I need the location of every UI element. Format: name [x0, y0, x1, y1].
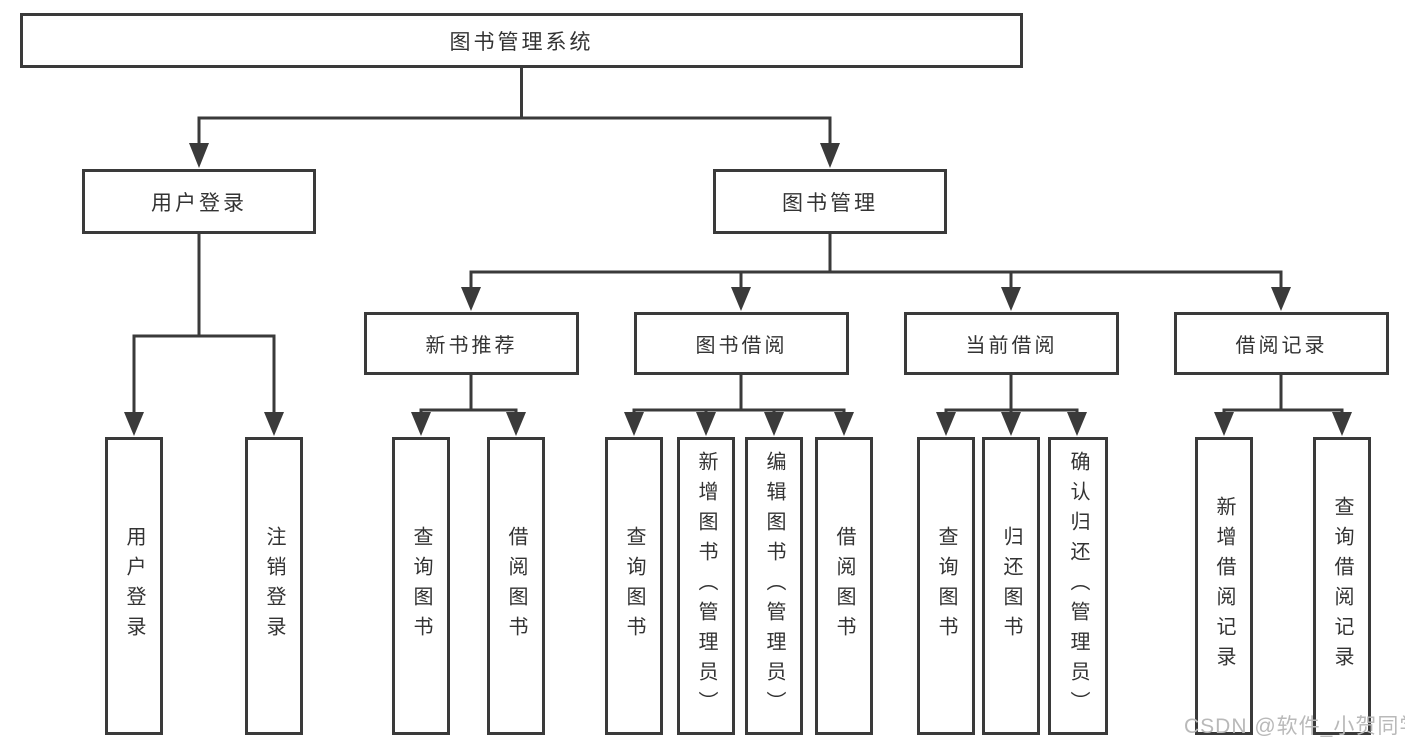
leaf-confirm-return-admin: 确认归还（管理员） — [1048, 437, 1108, 735]
leaf-borrow-books-2-label: 借阅图书 — [833, 526, 855, 646]
connector-new-books-children — [419, 375, 518, 414]
arrow-icon — [1001, 287, 1021, 311]
leaf-borrow-books-1: 借阅图书 — [487, 437, 545, 735]
arrow-icon — [696, 412, 716, 436]
leaf-add-borrow-record: 新增借阅记录 — [1195, 437, 1253, 735]
arrow-icon — [834, 412, 854, 436]
arrow-icon — [461, 287, 481, 311]
leaf-add-books-admin: 新增图书（管理员） — [677, 437, 735, 735]
leaf-return-books-label: 归还图书 — [1000, 526, 1022, 646]
leaf-logout: 注销登录 — [245, 437, 303, 735]
arrowheads — [124, 143, 1352, 436]
connector-borrow-records-children — [1222, 375, 1344, 414]
node-current-borrow-label: 当前借阅 — [965, 335, 1058, 357]
connector-book-borrow-children — [632, 375, 846, 414]
connector-user-login-children — [132, 234, 276, 414]
leaf-return-books: 归还图书 — [982, 437, 1040, 735]
node-user-login-label: 用户登录 — [151, 191, 247, 215]
connector-current-borrow-children — [944, 375, 1079, 414]
arrow-icon — [731, 287, 751, 311]
arrow-icon — [1271, 287, 1291, 311]
connector-book-mgmt-to-level3 — [469, 234, 1283, 290]
arrow-icon — [936, 412, 956, 436]
arrow-icon — [624, 412, 644, 436]
leaf-add-books-admin-label: 新增图书（管理员） — [695, 451, 717, 721]
arrow-icon — [264, 412, 284, 436]
leaf-query-books-2-label: 查询图书 — [623, 526, 645, 646]
node-user-login: 用户登录 — [82, 169, 316, 234]
leaf-query-books-3-label: 查询图书 — [935, 526, 957, 646]
node-book-management: 图书管理 — [713, 169, 947, 234]
arrow-icon — [506, 412, 526, 436]
arrow-icon — [411, 412, 431, 436]
arrow-icon — [1067, 412, 1087, 436]
node-new-book-recommend-label: 新书推荐 — [425, 335, 518, 357]
arrow-icon — [124, 412, 144, 436]
node-root: 图书管理系统 — [20, 13, 1023, 68]
arrow-icon — [1214, 412, 1234, 436]
leaf-user-login: 用户登录 — [105, 437, 163, 735]
leaf-add-borrow-record-label: 新增借阅记录 — [1213, 496, 1235, 676]
leaf-logout-label: 注销登录 — [263, 526, 285, 646]
leaf-query-books-1-label: 查询图书 — [410, 526, 432, 646]
node-root-label: 图书管理系统 — [449, 30, 594, 54]
node-current-borrow: 当前借阅 — [904, 312, 1119, 375]
leaf-query-books-3: 查询图书 — [917, 437, 975, 735]
leaf-edit-books-admin-label: 编辑图书（管理员） — [763, 451, 785, 721]
connector-root-to-level2 — [197, 68, 832, 146]
leaf-edit-books-admin: 编辑图书（管理员） — [745, 437, 803, 735]
node-borrow-records-label: 借阅记录 — [1235, 335, 1328, 357]
leaf-query-books-1: 查询图书 — [392, 437, 450, 735]
node-borrow-records: 借阅记录 — [1174, 312, 1389, 375]
leaf-query-borrow-record: 查询借阅记录 — [1313, 437, 1371, 735]
arrow-icon — [1332, 412, 1352, 436]
node-book-borrow-label: 图书借阅 — [695, 335, 788, 357]
leaf-borrow-books-1-label: 借阅图书 — [505, 526, 527, 646]
csdn-watermark: CSDN @软件_小贺同学 — [1184, 715, 1405, 738]
arrow-icon — [1001, 412, 1021, 436]
leaf-query-books-2: 查询图书 — [605, 437, 663, 735]
arrow-icon — [764, 412, 784, 436]
node-book-management-label: 图书管理 — [782, 191, 878, 215]
node-book-borrow: 图书借阅 — [634, 312, 849, 375]
leaf-borrow-books-2: 借阅图书 — [815, 437, 873, 735]
leaf-user-login-label: 用户登录 — [123, 526, 145, 646]
arrow-icon — [189, 143, 209, 168]
arrow-icon — [820, 143, 840, 168]
leaf-confirm-return-admin-label: 确认归还（管理员） — [1067, 451, 1089, 721]
node-new-book-recommend: 新书推荐 — [364, 312, 579, 375]
leaf-query-borrow-record-label: 查询借阅记录 — [1331, 496, 1353, 676]
